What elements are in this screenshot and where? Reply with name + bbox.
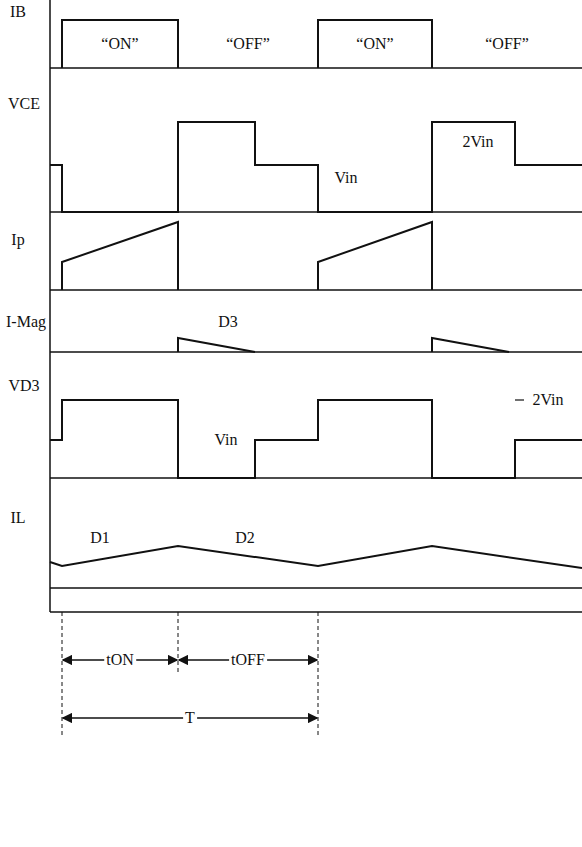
baselines <box>50 68 582 612</box>
mag-current-wave <box>178 338 509 352</box>
base-current-wave <box>62 20 432 68</box>
vce-wave <box>50 122 582 212</box>
time-markers <box>62 612 318 735</box>
level-tick <box>520 164 532 165</box>
state-label: “OFF” <box>224 35 272 53</box>
state-label: “OFF” <box>483 35 531 53</box>
inductor-current-wave <box>50 546 582 568</box>
diode-label: D2 <box>233 529 257 547</box>
vd3-wave <box>50 400 582 478</box>
signal-name: IL <box>8 509 27 527</box>
level-label: 2Vin <box>460 133 495 151</box>
signal-name: IB <box>8 3 28 21</box>
signal-name: VD3 <box>6 377 41 395</box>
level-label: Vin <box>332 169 359 187</box>
axis-line <box>49 0 51 612</box>
state-label: “ON” <box>354 35 395 53</box>
level-label: 2Vin <box>530 391 565 409</box>
signal-name: VCE <box>6 95 42 113</box>
period-label: T <box>183 709 197 727</box>
primary-current-wave <box>62 222 432 290</box>
diode-label: D3 <box>216 313 240 331</box>
state-label: “ON” <box>99 35 140 53</box>
time-label: tOFF <box>229 651 267 669</box>
level-label: Vin <box>212 431 239 449</box>
level-tick <box>515 399 524 400</box>
time-label: tON <box>104 651 136 669</box>
signal-name: Ip <box>9 231 26 249</box>
signal-name: I-Mag <box>4 313 48 331</box>
diode-label: D1 <box>88 529 112 547</box>
